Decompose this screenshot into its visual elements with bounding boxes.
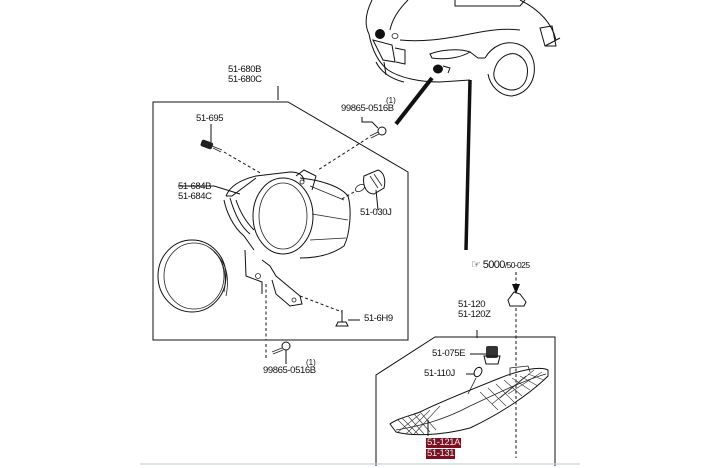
label-side-bulb: 51-110J: [424, 368, 455, 379]
label-screw: 51-695: [196, 113, 224, 124]
label-fog-lamp-assembly-2: 51-680C: [228, 74, 262, 85]
fog-lamp-group-frame: [152, 86, 409, 341]
label-fog-lamp-assembly-1: 51-680B: [228, 64, 262, 75]
side-bulb-illustration: [466, 366, 483, 395]
car-front-illustration: [365, 0, 561, 251]
fog-lens-illustration: [157, 239, 228, 313]
label-bolt-lower: 99865-0516B: [263, 365, 316, 376]
side-marker-group-frame: [375, 330, 556, 466]
label-bolt-upper: 99865-0516B: [341, 103, 394, 114]
label-bolt-side: 51-6H9: [364, 313, 393, 324]
fog-lamp-housing-illustration: [178, 169, 351, 307]
bolt-side-illustration: [299, 295, 360, 327]
bottom-edge-divider: [140, 463, 580, 465]
screw-illustration: [200, 124, 263, 175]
label-bolt-lower-qty: (1): [306, 358, 316, 367]
bolt-upper-illustration: [317, 117, 387, 171]
label-socket: 51-075E: [432, 348, 466, 359]
clip-reference-sub: /50-025: [504, 260, 530, 270]
clip-reference-main: 5000: [482, 259, 506, 271]
bulb-illustration: [339, 169, 386, 211]
side-marker-lens-illustration: [389, 365, 549, 436]
label-side-lens-1: 51-121A: [426, 437, 462, 448]
clip-illustration: [507, 272, 527, 458]
hand-pointer-icon: ☞: [471, 259, 481, 271]
label-side-lens-2: 51-131: [426, 448, 456, 459]
label-bolt-upper-qty: (1): [386, 96, 396, 105]
bolt-lower-illustration: [271, 341, 291, 364]
label-bulb: 51-030J: [360, 207, 392, 218]
label-side-marker-assembly-1: 51-120: [458, 299, 486, 310]
clip-reference: ☞ 5000/50-025: [471, 258, 530, 271]
label-fog-lamp-housing-1: 51-684B: [178, 181, 212, 192]
label-fog-lamp-housing-2: 51-684C: [178, 191, 212, 202]
socket-illustration: [470, 346, 501, 365]
label-side-marker-assembly-2: 51-120Z: [458, 309, 491, 320]
